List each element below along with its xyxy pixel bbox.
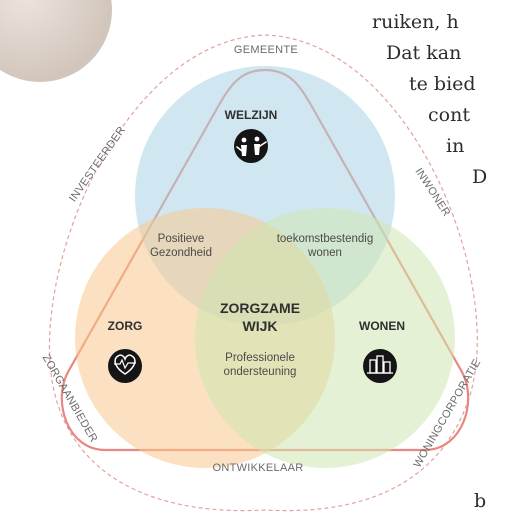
wonen-circle [195, 208, 455, 468]
overlap-welzijn-zorg-line: Gezondheid [150, 247, 212, 259]
people-icon [234, 129, 268, 163]
label-gemeente: GEMEENTE [234, 44, 298, 56]
heart-monitor-icon [108, 349, 142, 383]
buildings-icon [363, 349, 397, 383]
overlap-welzijn-wonen-line: toekomstbestendig [277, 233, 374, 245]
article-text-line: Dat kan [386, 42, 462, 64]
label-inwoner: INWONER [412, 166, 452, 219]
welzijn-title: WELZIJN [225, 108, 278, 122]
article-text-line: D [472, 166, 488, 188]
center-title-line: WIJK [243, 318, 278, 334]
article-text-line: te bied [409, 73, 476, 95]
label-ontwikkelaar: ONTWIKKELAAR [212, 462, 303, 474]
outer-dashed-border [48, 34, 478, 512]
article-text-line: in [446, 135, 465, 157]
decorative-plate [0, 0, 112, 82]
wonen-title: WONEN [359, 319, 405, 333]
label-investeerder: INVESTEERDER [67, 124, 128, 204]
article-text-line: cont [428, 104, 470, 126]
overlap-zorg-wonen-line: ondersteuning [224, 366, 297, 378]
overlap-zorg-wonen-line: Professionele [225, 352, 295, 364]
article-text-line: ruiken, h [372, 11, 459, 33]
article-text-line: b [474, 490, 487, 512]
center-title-line: ZORGZAME [220, 300, 300, 316]
overlap-welzijn-wonen-line: wonen [307, 247, 342, 259]
zorg-title: ZORG [108, 319, 143, 333]
overlap-welzijn-zorg-line: Positieve [158, 233, 205, 245]
